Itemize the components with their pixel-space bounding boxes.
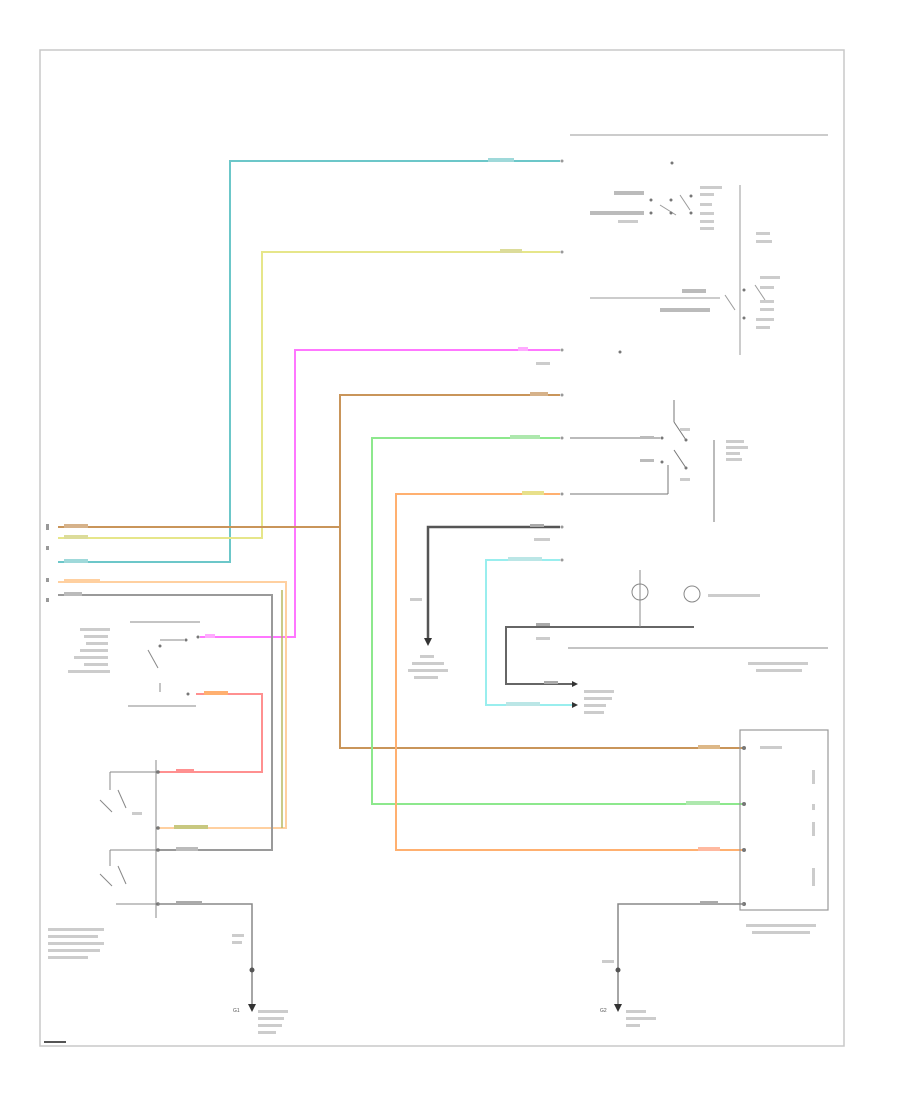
- ground-right-tag: [602, 960, 614, 963]
- lamp-label: [708, 594, 760, 597]
- wire-label-orange: [522, 491, 544, 495]
- ground-arrow-left: [248, 1004, 256, 1012]
- ground-left-caption: [258, 1010, 288, 1034]
- module-pins: [742, 746, 746, 906]
- wire-label-lightcyan-2: [506, 702, 540, 706]
- wire-ground-left: [158, 903, 253, 1006]
- wire-label-gray: [64, 592, 82, 596]
- wire-label-brown-r: [698, 745, 720, 749]
- wire-label-orange-r: [698, 847, 720, 851]
- wire-dark-mid: [505, 626, 694, 685]
- wire-label-left-brown: [64, 524, 88, 528]
- wire-label-magenta: [518, 347, 528, 351]
- pressure-switch-terminals: [158, 635, 200, 696]
- wire-label-left-cyan: [64, 559, 88, 563]
- module-caption: [746, 924, 816, 934]
- ground-left-tag-2: [232, 941, 242, 944]
- diagram-border: [39, 49, 845, 1047]
- wire-orange: [395, 493, 744, 851]
- module-label-1: [748, 662, 808, 665]
- blower-relay-module: [739, 729, 829, 911]
- module-inner-text: [760, 746, 815, 886]
- splice-left: [249, 967, 255, 973]
- wire-label-olive: [174, 825, 208, 829]
- wire-pink: [158, 693, 263, 773]
- switch-text-top: [590, 186, 780, 329]
- center-module-text: [408, 655, 448, 679]
- wire-label-ground-left: [176, 901, 202, 904]
- wire-label-pink: [204, 691, 228, 695]
- wire-label-gray-2: [176, 847, 198, 851]
- wire-label-mid-2: [536, 637, 550, 640]
- illumination-lamps: [631, 570, 701, 627]
- wire-label-lightcyan: [508, 557, 542, 561]
- wire-label-dark-2: [534, 538, 550, 541]
- dual-switch-terminals: [156, 770, 160, 906]
- wire-magenta: [200, 349, 560, 638]
- wire-label-ground-right: [700, 901, 718, 904]
- wire-green: [371, 437, 744, 805]
- wire-label-pink-2: [176, 769, 194, 773]
- pin-arrow-2: [572, 702, 578, 708]
- switch-terminals-top: [618, 161, 746, 354]
- pressure-switch: [128, 621, 200, 707]
- wire-brown: [339, 394, 744, 749]
- ground-right-label: G2: [600, 1008, 607, 1014]
- blower-switch-terminals: [660, 436, 688, 470]
- wire-ground-right: [617, 903, 744, 1006]
- dual-switch-mark: [132, 812, 142, 815]
- dual-switch-caption: [48, 928, 104, 959]
- wire-label-magenta-left: [205, 634, 215, 638]
- dual-switch: [99, 760, 158, 918]
- blower-switch-text: [640, 428, 748, 481]
- connector-pins-right: [560, 159, 564, 562]
- module-label-2: [756, 669, 802, 672]
- wire-label-dark: [530, 524, 544, 527]
- pin-arrow-1: [572, 681, 578, 687]
- ground-right-caption: [626, 1010, 656, 1027]
- wire-label-peach: [64, 579, 100, 583]
- wire-label-left-yellow: [64, 535, 88, 539]
- pressure-switch-caption: [68, 628, 110, 673]
- wire-cyan: [58, 160, 560, 563]
- wire-label-mid: [536, 623, 550, 626]
- wire-label-mid-3: [544, 681, 558, 684]
- wire-gray: [58, 594, 273, 851]
- wire-label-green-r: [686, 801, 720, 805]
- wire-label-dark-3: [410, 598, 422, 601]
- mode-switch-block: [570, 134, 828, 355]
- wire-peach: [58, 581, 287, 829]
- wire-yellow: [58, 251, 560, 539]
- wire-label-magenta-2: [536, 362, 550, 365]
- left-connector-marks: [46, 524, 49, 602]
- wire-label-yellow: [500, 249, 522, 253]
- wire-label-cyan: [488, 158, 514, 162]
- splice-right: [615, 967, 621, 973]
- ground-arrow-right: [614, 1004, 622, 1012]
- wire-label-green: [510, 435, 540, 439]
- ground-left-label: G1: [233, 1008, 240, 1014]
- ground-arrow-center: [424, 638, 432, 646]
- ground-left-tag: [232, 934, 244, 937]
- right-connector-text: [584, 690, 614, 714]
- wire-label-brown: [530, 392, 548, 396]
- wire-dark-ground: [426, 525, 560, 640]
